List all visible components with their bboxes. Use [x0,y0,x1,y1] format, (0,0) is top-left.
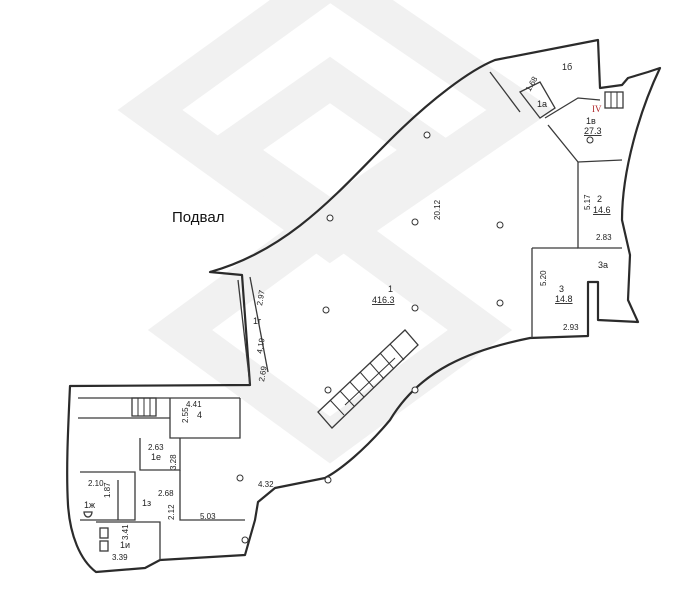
dimension: 5.03 [200,512,216,521]
dimension: 4.41 [186,400,202,409]
room-number: 3 [559,284,564,294]
room-number: 3а [598,260,608,270]
room-area: 14.8 [555,294,573,304]
dimension: 3.41 [121,524,130,540]
small-staircase [131,397,157,417]
columns [236,131,594,544]
room-number: 1б [562,62,572,72]
watermark [117,0,554,464]
room-number: 1 [388,284,393,294]
dimension: 20.12 [433,199,442,220]
dimension: 3.28 [169,454,178,470]
room-number: 2 [597,194,602,204]
dimension: 2.63 [148,443,164,452]
fixtures [83,511,109,552]
room-area: 27.3 [584,126,602,136]
room-number: 1е [151,452,161,462]
room-number: 1а [537,99,547,109]
dimension-labels: 1.68 20.12 5.17 2.83 5.20 2.93 2.97 4.19… [88,75,612,562]
dimension: 2.55 [181,407,190,423]
dimension: 2.12 [167,504,176,520]
dimension: 2.83 [596,233,612,242]
dimension: 4.19 [255,337,267,354]
room-area: 416.3 [372,295,395,305]
dimension: 2.69 [257,365,269,382]
room-number: 1з [142,498,151,508]
outer-wall [66,38,662,574]
dimension: 2.10 [88,479,104,488]
room-labels: 1 416.3 1б 1в 27.3 1а 1г 2 14.6 3 14.8 3… [84,62,611,550]
dimension: 5.17 [583,194,592,210]
dimension: 3.39 [112,553,128,562]
dimension: 5.20 [539,270,548,286]
section-marker: IV [592,104,602,114]
dimension: 2.97 [255,289,267,306]
room-number: 1в [586,116,596,126]
staircase [317,329,419,429]
room-number: 4 [197,410,202,420]
room-area: 14.6 [593,205,611,215]
room-number: 1ж [84,500,95,510]
room-number: 1и [120,540,130,550]
room-number: 1г [253,316,262,326]
floor-title: Подвал [172,209,224,226]
corner-staircase [604,91,624,109]
dimension: 2.68 [158,489,174,498]
dimension: 1.87 [103,482,112,498]
dimension: 4.32 [258,480,274,489]
partitions [78,71,623,560]
dimension: 2.93 [563,323,579,332]
